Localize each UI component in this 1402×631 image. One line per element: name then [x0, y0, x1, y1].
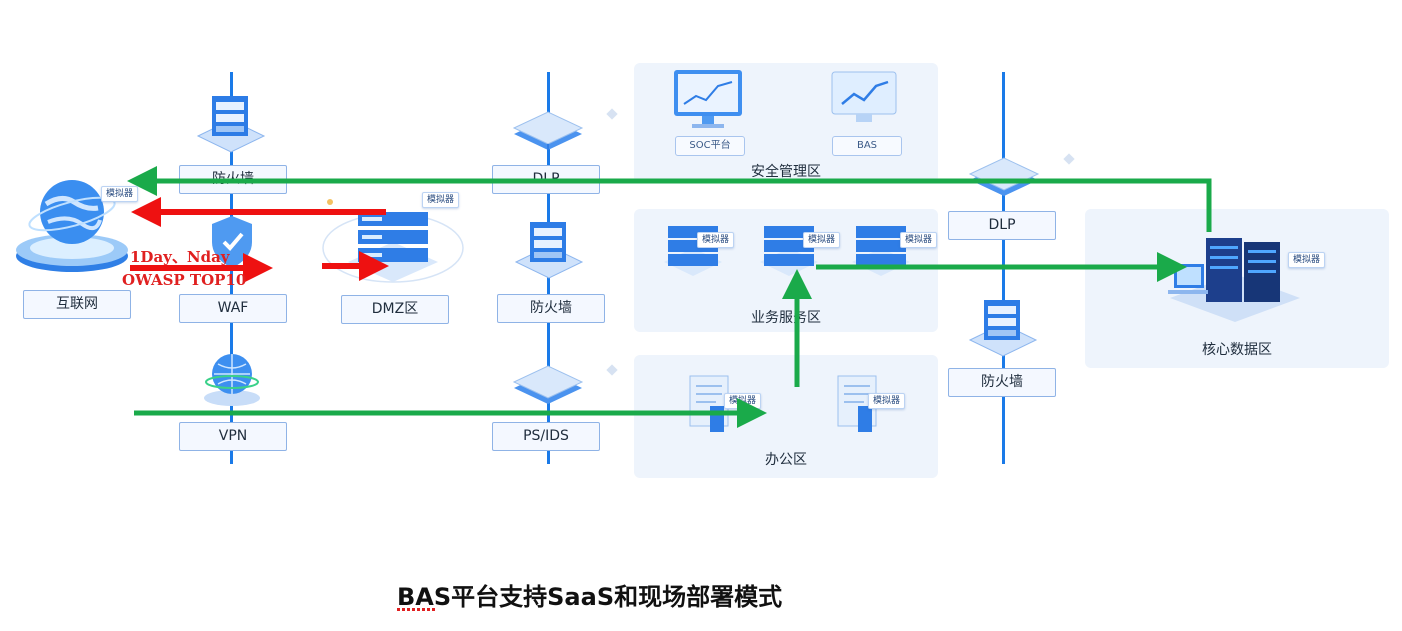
green-arrow [127, 166, 1212, 232]
simulator-tag: 模拟器 [803, 232, 841, 248]
business-zone-title: 业务服务区 [751, 310, 821, 326]
office-zone-title: 办公区 [765, 452, 807, 468]
monitor-icon [674, 70, 742, 128]
vpn-label: VPN [179, 422, 287, 451]
simulator-tag: 模拟器 [422, 192, 460, 208]
firewall-icon [514, 222, 584, 279]
ps-ids-label: PS/IDS [492, 422, 600, 451]
firewall-icon [968, 300, 1038, 357]
simulator-tag: 模拟器 [868, 393, 906, 409]
soc-label: SOC平台 [675, 136, 745, 156]
spellcheck-underline [397, 608, 437, 611]
internet-label: 互联网 [23, 290, 131, 319]
shield-icon [212, 216, 252, 268]
globe-icon [16, 180, 128, 272]
office-zone: 办公区 [634, 355, 938, 478]
core-data-zone-title: 核心数据区 [1202, 342, 1272, 358]
waf-label: WAF [179, 294, 287, 323]
document-icon [837, 375, 877, 432]
simulator-tag: 模拟器 [1288, 252, 1326, 268]
simulator-tag: 模拟器 [697, 232, 735, 248]
dmz-label: DMZ区 [341, 295, 449, 324]
vpn-globe-icon [204, 354, 260, 406]
simulator-tag: 模拟器 [900, 232, 938, 248]
firewall-label: 防火墙 [948, 368, 1056, 397]
attack-type-text: 1Day、Nday [130, 248, 230, 266]
security-mgmt-zone-title: 安全管理区 [751, 164, 821, 180]
firewall-icon [196, 96, 266, 153]
document-icon [689, 375, 729, 432]
server-icon [760, 226, 818, 276]
dlp-device-icon [512, 111, 584, 150]
bas-label: BAS [832, 136, 902, 156]
monitor-icon [831, 71, 897, 122]
ids-device-icon [512, 365, 584, 404]
datacenter-icon [1168, 238, 1300, 322]
firewall-label: 防火墙 [497, 294, 605, 323]
dlp-label: DLP [948, 211, 1056, 240]
attack-type-text: OWASP TOP10 [122, 271, 247, 289]
caption-title: BAS平台支持SaaS和现场部署模式 [397, 583, 783, 611]
